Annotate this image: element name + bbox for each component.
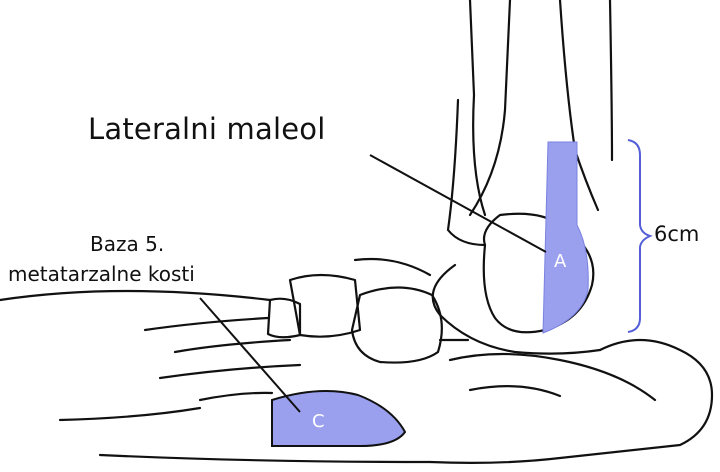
metatarsal-5 — [200, 393, 272, 400]
metatarsal-4 — [160, 365, 300, 378]
region-c-letter: C — [312, 411, 325, 432]
toe-line — [60, 408, 200, 420]
label-base-fifth-line1: Baza 5. — [90, 232, 164, 256]
calcaneus-bottom — [430, 395, 712, 463]
region-a-letter: A — [554, 251, 567, 272]
metatarsal-2 — [145, 318, 268, 330]
measurement-bracket — [628, 140, 650, 332]
cuboid — [352, 288, 442, 363]
label-base-fifth-line2: metatarzalne kosti — [8, 262, 195, 286]
label-lateral-malleolus: Lateralni maleol — [88, 112, 325, 146]
metatarsal-1 — [0, 291, 270, 300]
tibia-front — [610, 0, 612, 160]
fibula-lower — [448, 100, 485, 245]
fibula-outline — [470, 0, 510, 215]
label-measurement: 6cm — [654, 222, 699, 246]
metatarsal-3 — [175, 340, 290, 352]
calcaneus-top — [600, 340, 712, 395]
navicular — [355, 259, 430, 275]
calcaneus-line — [470, 386, 560, 396]
leader-line-base — [200, 298, 300, 412]
sole — [100, 455, 430, 462]
tibia-outline — [470, 0, 485, 215]
region-c-highlight — [272, 391, 405, 446]
